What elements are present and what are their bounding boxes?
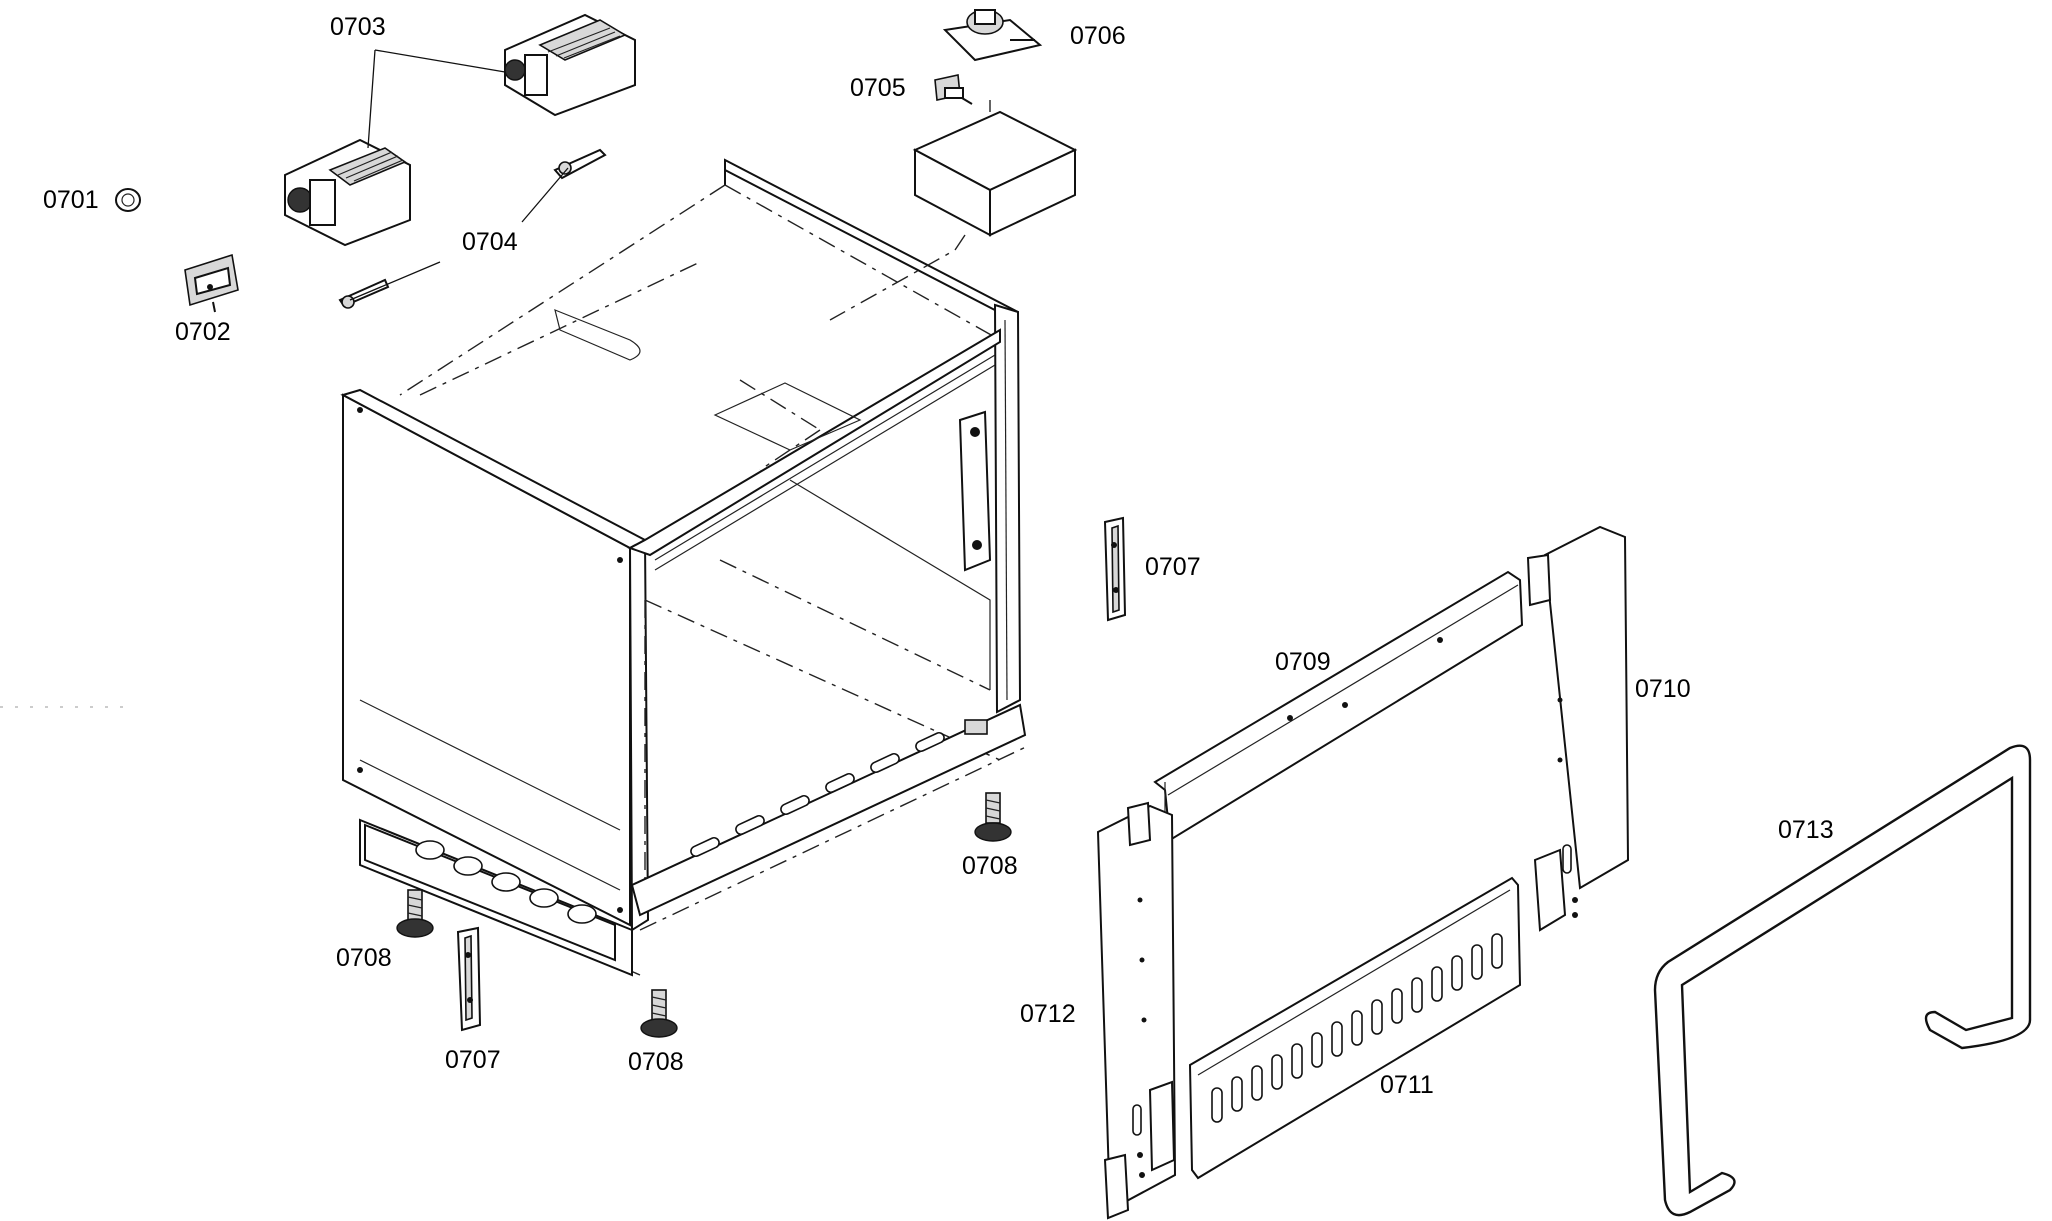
label-0708-b: 0708 <box>336 944 392 972</box>
part-0701-knob[interactable]: 0701 <box>43 186 141 214</box>
label-0708-a: 0708 <box>962 852 1018 880</box>
label-0713: 0713 <box>1778 816 1834 844</box>
part-0708-foot-b[interactable]: 0708 <box>336 889 434 972</box>
rail-slots <box>690 731 945 858</box>
label-0705: 0705 <box>850 74 906 102</box>
part-0708-foot-c[interactable]: 0708 <box>628 989 684 1076</box>
part-0713-gasket-frame[interactable]: 0713 <box>1653 744 2032 1217</box>
part-0708-foot-a[interactable]: 0708 <box>962 792 1018 880</box>
label-0703: 0703 <box>330 13 386 41</box>
label-0704: 0704 <box>462 228 518 256</box>
part-0709-top-rail[interactable]: 0709 <box>1153 570 1524 842</box>
label-0701: 0701 <box>43 186 99 214</box>
label-0710: 0710 <box>1635 675 1691 703</box>
vent-slots <box>1211 933 1503 1123</box>
label-0708-c: 0708 <box>628 1048 684 1076</box>
part-0707-hinge-bracket-a[interactable]: 0707 <box>1103 516 1201 622</box>
fan-motor-top <box>504 13 636 117</box>
part-0712-left-trim[interactable]: 0712 <box>1020 801 1177 1220</box>
part-0706-thermostat[interactable]: 0706 <box>942 9 1126 62</box>
label-0711: 0711 <box>1380 1071 1434 1099</box>
control-box-bracket <box>829 100 1078 321</box>
part-0707-hinge-bracket-b[interactable]: 0707 <box>445 926 501 1074</box>
part-0711-vent-panel[interactable]: 0711 <box>1188 876 1522 1180</box>
part-0710-right-trim[interactable]: 0710 <box>1526 525 1691 932</box>
label-0706: 0706 <box>1070 22 1126 50</box>
label-0707-b: 0707 <box>445 1046 501 1074</box>
part-0703-fan-motors[interactable]: 0703 <box>284 13 636 247</box>
oven-cavity-body <box>340 158 1031 977</box>
label-0707-a: 0707 <box>1145 553 1201 581</box>
label-0709: 0709 <box>1275 648 1331 676</box>
part-0702-switch[interactable]: 0702 <box>175 253 239 346</box>
label-0702: 0702 <box>175 318 231 346</box>
fan-motor-bottom <box>284 138 411 247</box>
base-holes <box>415 840 597 924</box>
label-0712: 0712 <box>1020 1000 1076 1028</box>
part-0705-relay[interactable]: 0705 <box>850 74 973 105</box>
part-0704-sensors[interactable]: 0704 <box>338 148 607 309</box>
